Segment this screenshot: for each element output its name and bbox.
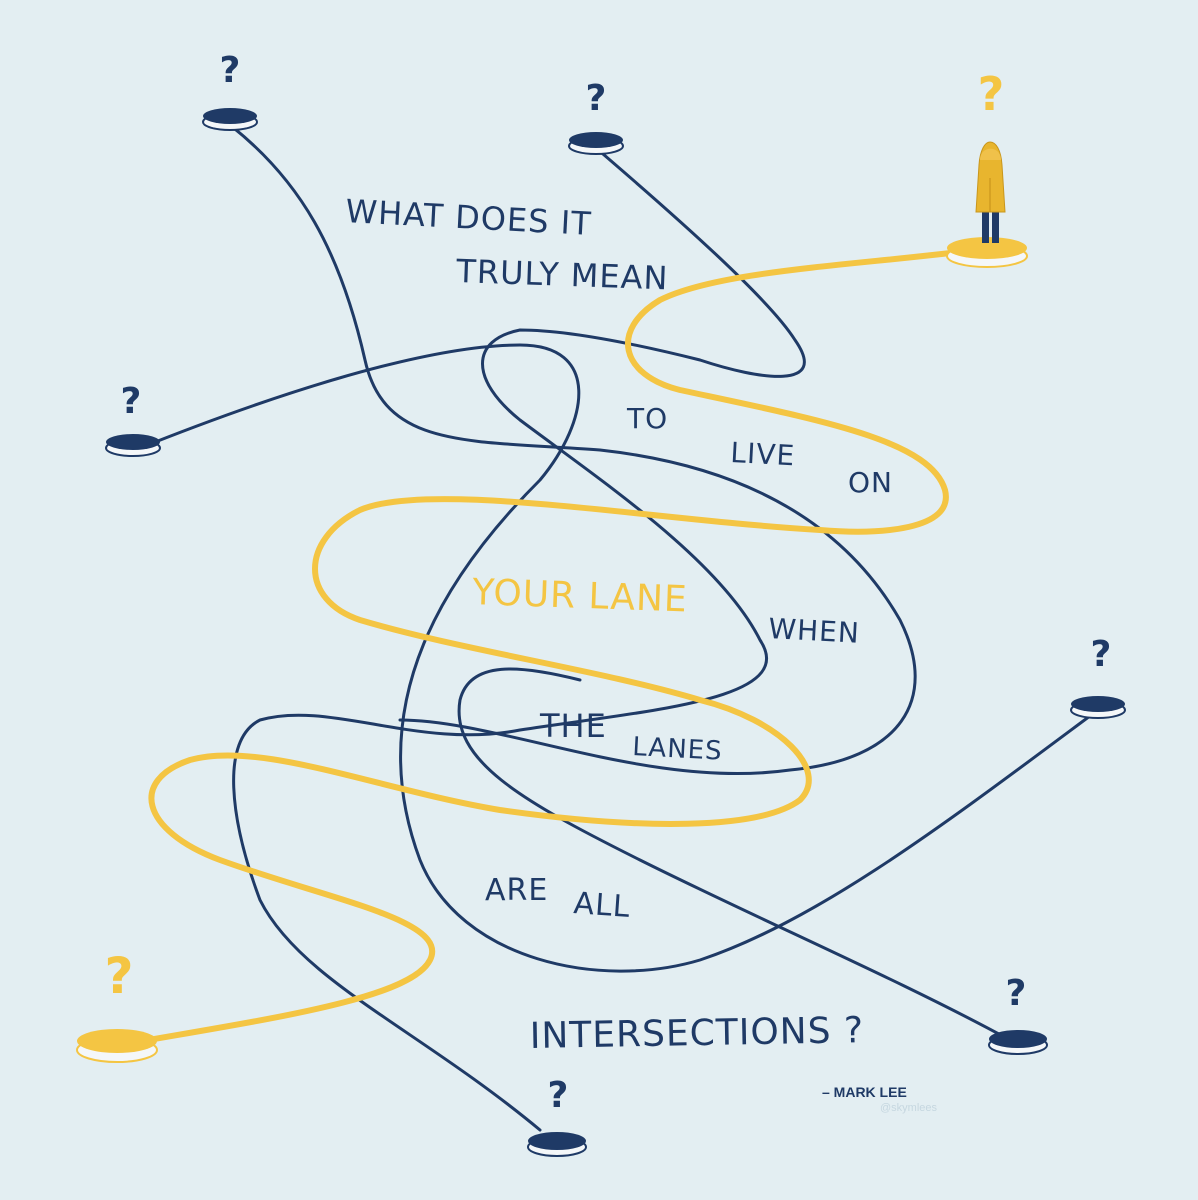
question-mark-left: ? bbox=[121, 381, 142, 422]
yellow-platform-top-right bbox=[946, 237, 1028, 268]
question-mark-bottom-right: ? bbox=[1006, 973, 1027, 1014]
text-truly-mean: TRULY MEAN bbox=[455, 252, 669, 297]
platform-top-left bbox=[202, 108, 258, 131]
raincoat-figure bbox=[975, 141, 1006, 243]
question-mark-right: ? bbox=[1091, 634, 1112, 675]
text-all: ALL bbox=[572, 886, 631, 925]
platform-right bbox=[1070, 696, 1126, 719]
text-your-lane: YOUR LANE bbox=[471, 572, 689, 621]
text-lanes: LANES bbox=[632, 732, 724, 767]
text-on: ON bbox=[848, 466, 893, 499]
author-handle: @skymlees bbox=[880, 1102, 938, 1114]
platform-bottom-right bbox=[988, 1030, 1048, 1055]
text-the: THE bbox=[539, 707, 607, 745]
navy-platforms bbox=[105, 108, 1126, 1157]
platform-top-center bbox=[568, 132, 624, 155]
question-mark-bottom-left: ? bbox=[104, 947, 133, 1005]
text-to: TO bbox=[626, 402, 668, 435]
question-mark-top-center: ? bbox=[586, 78, 607, 119]
navy-lane-2 bbox=[232, 146, 806, 1132]
platform-bottom-center bbox=[527, 1132, 587, 1157]
text-when: WHEN bbox=[768, 612, 861, 650]
platform-left bbox=[105, 434, 161, 457]
text-are: ARE bbox=[485, 873, 548, 908]
yellow-lane bbox=[117, 247, 978, 1048]
question-mark-top-right: ? bbox=[978, 67, 1005, 121]
yellow-platform-bottom-left bbox=[76, 1029, 158, 1063]
text-intersections: INTERSECTIONS ? bbox=[529, 1010, 864, 1057]
text-live: LIVE bbox=[730, 436, 796, 472]
question-mark-top-left: ? bbox=[220, 50, 241, 91]
author-credit: – MARK LEE bbox=[822, 1084, 907, 1100]
question-mark-bottom-center: ? bbox=[548, 1075, 569, 1116]
